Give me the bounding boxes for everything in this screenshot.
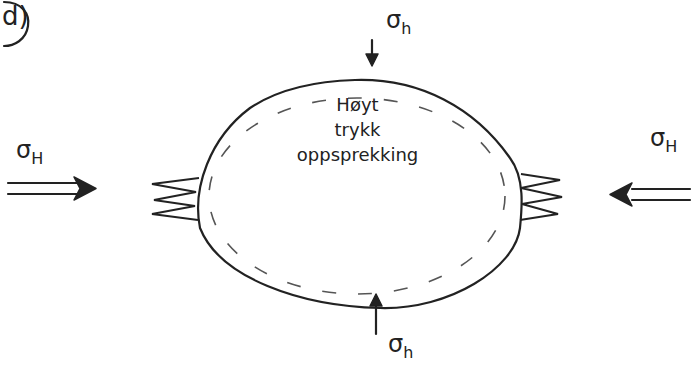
arrow-head	[610, 183, 632, 206]
stress-label: σh	[386, 6, 411, 43]
stress-label: σH	[650, 124, 677, 161]
subfigure-label: d)	[2, 2, 29, 30]
stress-label: σH	[16, 136, 43, 173]
fracture-crack	[520, 174, 562, 220]
fracture-outline	[198, 80, 522, 308]
region-label: Høyt trykk oppsprekking	[283, 92, 433, 167]
arrow-head	[74, 177, 96, 200]
arrow-head	[366, 54, 378, 66]
fracture-region: Høyt trykk oppsprekking	[190, 78, 525, 308]
fracture-crack	[152, 178, 199, 220]
stress-arrow-shaft	[8, 182, 80, 184]
stress-arrow-shaft	[8, 193, 80, 195]
stress-arrow-shaft	[632, 188, 690, 190]
stress-label: σh	[388, 330, 413, 367]
arrow-head	[370, 294, 382, 306]
stress-arrow-shaft	[632, 199, 690, 201]
